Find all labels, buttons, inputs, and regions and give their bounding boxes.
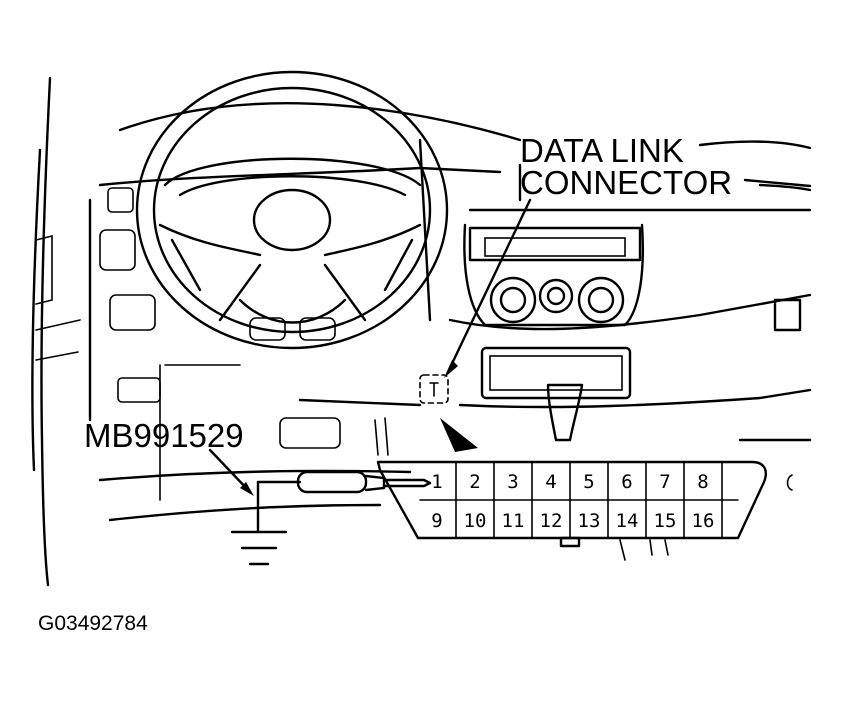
tool-leader-arrowhead: [240, 482, 254, 496]
pin-label: 2: [469, 471, 480, 493]
callout-connector: CONNECTOR: [520, 164, 732, 201]
pin-labels-top: 1 2 3 4 5 6 7 8: [431, 471, 708, 493]
connector-location-symbol: [429, 382, 439, 397]
pin-label: 5: [583, 471, 594, 493]
dlc-connector: [376, 460, 767, 548]
ground-symbol: [230, 480, 302, 566]
test-probe: [296, 470, 432, 494]
steering-wheel: [135, 70, 449, 350]
connector-leader-arrowhead: [444, 360, 458, 378]
pin-label: 14: [616, 510, 639, 532]
connector-label-bracket: [518, 163, 812, 202]
figure-id: G03492784: [38, 612, 148, 635]
center-console: [463, 223, 669, 561]
pin-label: 11: [502, 510, 525, 532]
pin-label: 1: [431, 471, 442, 493]
pin-label: 9: [431, 510, 442, 532]
pin-label: 13: [578, 510, 601, 532]
door-pillar: [31, 76, 81, 587]
callout-tool-part-number: MB991529: [84, 417, 244, 454]
pin-label: 10: [464, 510, 487, 532]
pin-label: 15: [654, 510, 677, 532]
connector-leader-line: [446, 198, 532, 374]
pin-label: 4: [545, 471, 556, 493]
pin-label: 3: [507, 471, 518, 493]
pin-label: 12: [540, 510, 563, 532]
pin-labels-bottom: 9 10 11 12 13 14 15 16: [431, 510, 714, 532]
pin-label: 16: [692, 510, 715, 532]
zoom-pointer: [440, 418, 478, 452]
connector-location-marker: [419, 374, 449, 404]
pin-label: 8: [697, 471, 708, 493]
pin-label: 7: [659, 471, 670, 493]
callout-data-link: DATA LINK: [520, 132, 684, 169]
pin-label: 6: [621, 471, 632, 493]
